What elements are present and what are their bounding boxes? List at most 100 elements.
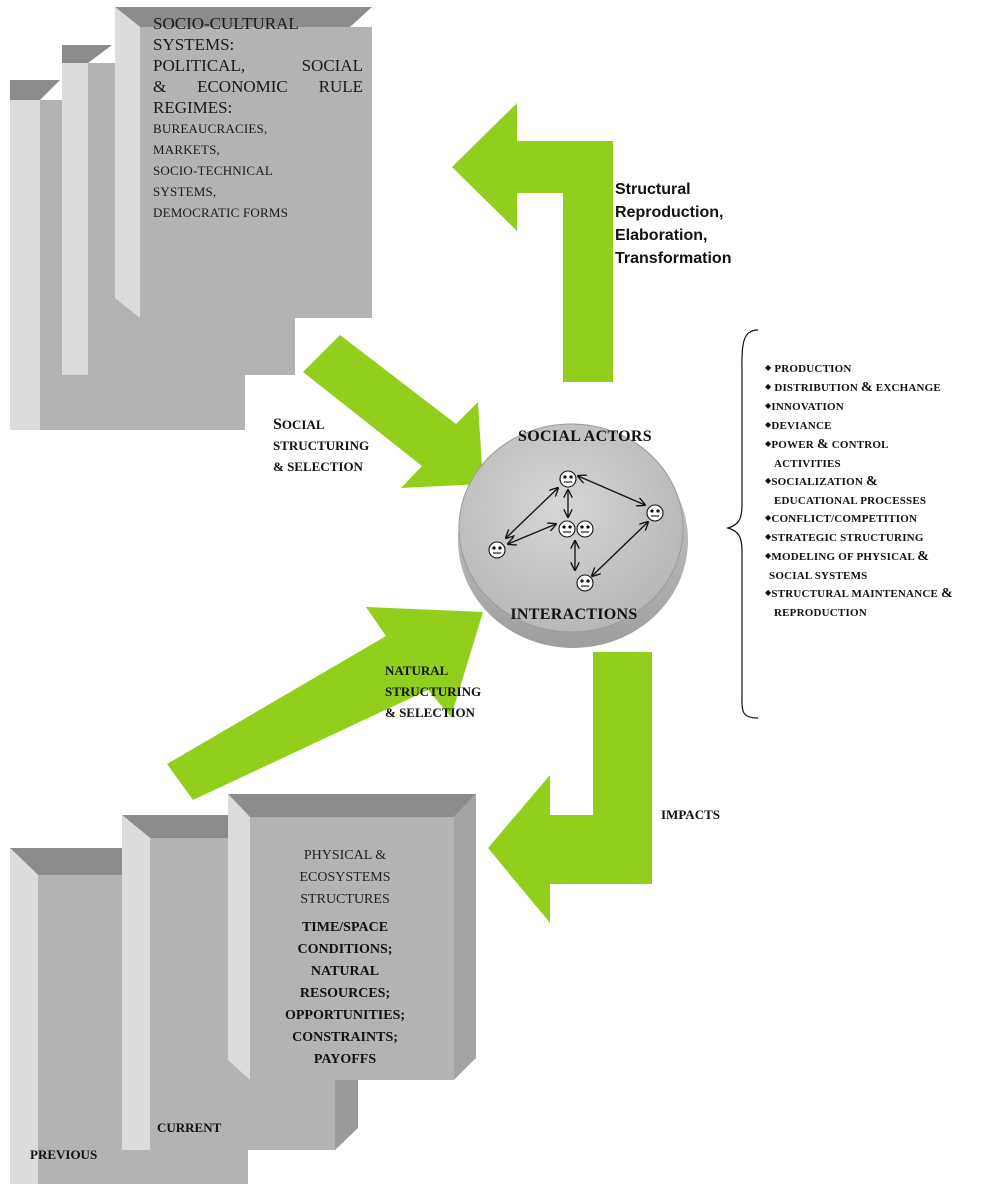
phys-line: ECOSYSTEMS xyxy=(299,870,391,885)
phys-line: PHYSICAL & xyxy=(303,848,387,863)
social-structuring-label: SOCIAL STRUCTURING & SELECTION xyxy=(273,414,369,477)
phys-line: CONSTRAINTS; xyxy=(292,1030,398,1045)
phys-line: RESOURCES; xyxy=(299,986,391,1001)
list-item: ◆MODELING OF PHYSICAL & xyxy=(765,548,1005,567)
sc-line: SYSTEMS: xyxy=(153,35,235,54)
phys-line: TIME/SPACE xyxy=(301,920,389,935)
bullet-icon: ◆ xyxy=(765,513,772,522)
label-line: Structural xyxy=(615,181,691,198)
flow-arrows xyxy=(167,103,652,923)
sc-line: REGIMES: xyxy=(153,98,233,117)
social-structuring-arrow xyxy=(303,335,483,488)
sc-line: SOCIO-TECHNICAL xyxy=(153,163,273,178)
bullet-icon: ◆ xyxy=(765,476,772,485)
list-item-cont: SOCIAL SYSTEMS xyxy=(769,570,868,582)
phys-line: OPPORTUNITIES; xyxy=(284,1008,406,1023)
bullet-icon: ◆ xyxy=(765,588,772,597)
label-line: Reproduction, xyxy=(615,204,724,221)
phys-front-front xyxy=(250,817,454,1080)
sc-line: SOCIO-CULTURAL xyxy=(153,14,299,33)
sc-line: BUREAUCRACIES, xyxy=(153,121,268,136)
item-text: POWER xyxy=(771,439,817,451)
phys-line: PAYOFFS xyxy=(313,1052,377,1067)
item-text: PRODUCTION xyxy=(774,363,852,375)
item-text: & xyxy=(940,586,953,601)
list-item: ◆DEVIANCE xyxy=(765,417,1005,436)
smiley-icon xyxy=(488,541,506,559)
bullet-icon: ◆ xyxy=(765,382,772,391)
phys-back-top xyxy=(10,848,150,875)
actor-smileys xyxy=(488,470,664,592)
stack-front-front xyxy=(140,27,372,318)
link-d-e xyxy=(592,522,648,576)
structural-arrow xyxy=(452,103,613,382)
item-text: SOCIALIZATION xyxy=(771,476,866,488)
previous-label: PREVIOUS xyxy=(30,1147,98,1162)
list-item: ◆INNOVATION xyxy=(765,398,1005,417)
item-text: & xyxy=(816,437,829,452)
smiley-icon xyxy=(576,520,594,538)
bullet-icon: ◆ xyxy=(765,401,772,410)
stack-back-top xyxy=(10,80,60,100)
item-text: STRUCTURAL MAINTENANCE xyxy=(771,588,941,600)
stack-front-side xyxy=(115,7,140,318)
smiley-icon xyxy=(576,574,594,592)
impacts-arrow xyxy=(488,652,652,923)
activities-list: ◆ PRODUCTION ◆ DISTRIBUTION & EXCHANGE ◆… xyxy=(765,360,1005,622)
stack-back-side xyxy=(10,100,40,430)
label-line: STRUCTURING xyxy=(273,438,370,453)
impacts-label: IMPACTS xyxy=(661,807,720,822)
list-item: ◆ PRODUCTION xyxy=(765,360,1005,379)
list-item: ◆ DISTRIBUTION & EXCHANGE xyxy=(765,379,1005,398)
sc-line: DEMOCRATIC FORMS xyxy=(153,205,289,220)
list-item-cont: REPRODUCTION xyxy=(774,607,867,619)
phys-line: STRUCTURES xyxy=(300,892,390,907)
item-text: EXCHANGE xyxy=(872,382,941,394)
phys-front-top xyxy=(228,794,476,817)
item-text: & xyxy=(865,474,878,489)
label-line: NATURAL xyxy=(385,663,449,678)
physical-stack xyxy=(10,794,476,1184)
list-item: ◆STRUCTURAL MAINTENANCE & xyxy=(765,585,1005,604)
item-text: CONFLICT/COMPETITION xyxy=(771,513,918,525)
bullet-icon: ◆ xyxy=(765,532,772,541)
item-text: CONTROL xyxy=(828,439,889,451)
structural-label: Structural Reproduction, Elaboration, Tr… xyxy=(615,178,731,270)
label-line: STRUCTURING xyxy=(385,684,482,699)
list-item-cont: ACTIVITIES xyxy=(774,458,841,470)
item-text: DISTRIBUTION xyxy=(774,382,861,394)
item-text: & xyxy=(917,549,930,564)
socio-cultural-text: SOCIO-CULTURAL SYSTEMS: POLITICAL, SOCIA… xyxy=(153,13,363,223)
link-a-c xyxy=(508,524,556,544)
phys-back-side xyxy=(10,848,38,1184)
phys-middle-top xyxy=(122,815,260,838)
bullet-icon: ◆ xyxy=(765,439,772,448)
bullet-icon: ◆ xyxy=(765,551,772,560)
phys-front-right xyxy=(454,794,476,1080)
natural-structuring-label: NATURAL STRUCTURING & SELECTION xyxy=(385,660,481,723)
label-line: SOCIAL xyxy=(273,414,369,435)
phys-middle-side xyxy=(122,815,150,1150)
list-item: ◆SOCIALIZATION & xyxy=(765,473,1005,492)
sc-line: MARKETS, xyxy=(153,142,220,157)
interactions-title: INTERACTIONS xyxy=(510,606,638,623)
item-text: DEVIANCE xyxy=(771,420,832,432)
smiley-icon xyxy=(646,504,664,522)
sc-line: POLITICAL, SOCIAL xyxy=(153,56,363,75)
phys-front-side xyxy=(228,794,250,1080)
item-text: & xyxy=(860,380,873,395)
list-item: ◆POWER & CONTROL xyxy=(765,436,1005,455)
stack-middle-side xyxy=(62,63,88,375)
label-line: & SELECTION xyxy=(385,705,475,720)
label-cap: S xyxy=(273,416,282,433)
label-rest: OCIAL xyxy=(281,417,325,432)
label-line: & SELECTION xyxy=(273,459,363,474)
list-item: ◆STRATEGIC STRUCTURING xyxy=(765,529,1005,548)
bullet-icon: ◆ xyxy=(765,420,772,429)
physical-text: PHYSICAL & ECOSYSTEMS STRUCTURES TIME/SP… xyxy=(236,845,454,1071)
stack-front-top xyxy=(115,7,372,27)
socio-cultural-stack xyxy=(10,7,372,430)
smiley-icon xyxy=(558,520,576,538)
list-item-cont: EDUCATIONAL PROCESSES xyxy=(774,495,927,507)
